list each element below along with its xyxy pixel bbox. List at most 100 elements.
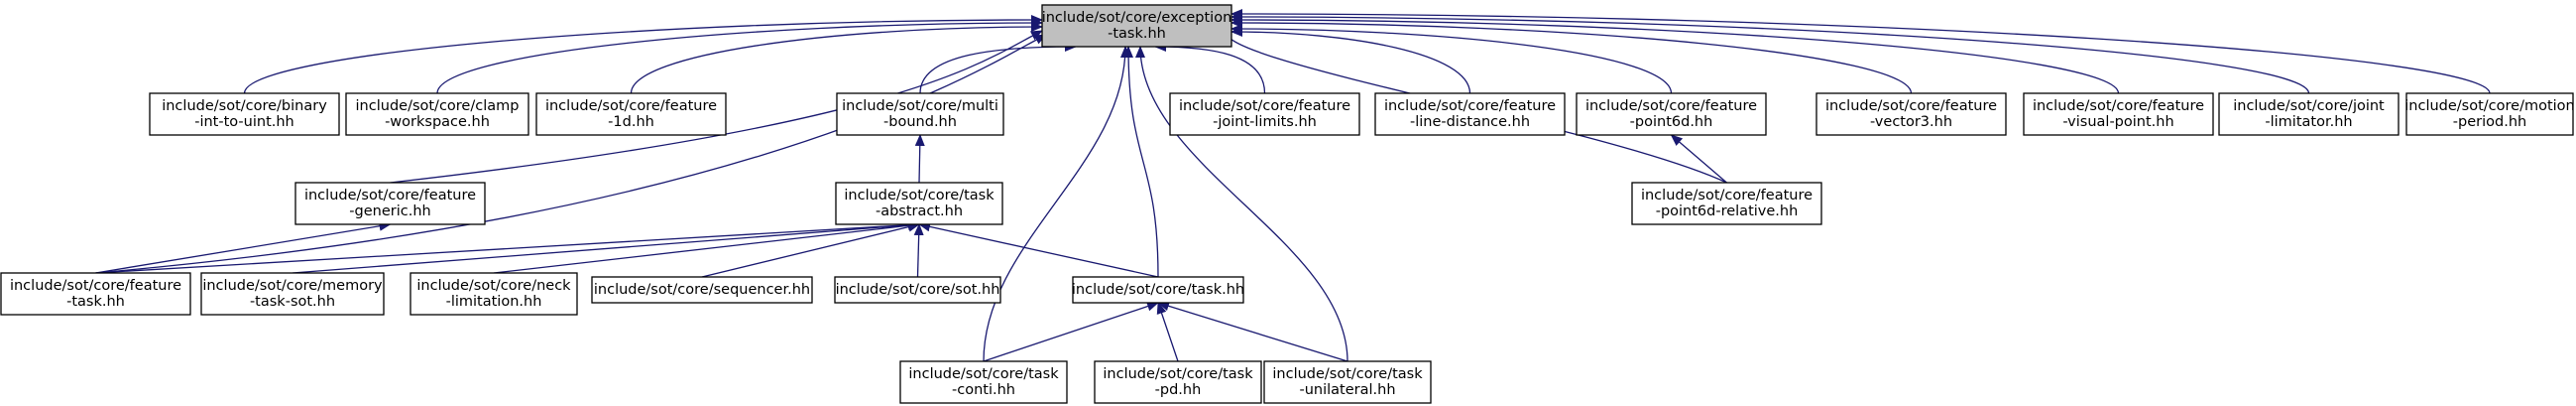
node-label-file: -task.hh bbox=[66, 294, 125, 310]
node-label-path: include/sot/core/feature bbox=[304, 188, 476, 203]
node-label-file: -pd.hh bbox=[1155, 382, 1202, 398]
node-box bbox=[149, 92, 340, 136]
node-sot[interactable]: include/sot/core/sot.hh bbox=[834, 276, 1001, 304]
node-feature-point6d-relative[interactable]: include/sot/core/feature-point6d-relativ… bbox=[1631, 182, 1822, 225]
node-label-file: -int-to-uint.hh bbox=[194, 114, 294, 130]
node-joint-limitator[interactable]: include/sot/core/joint-limitator.hh bbox=[2218, 92, 2400, 136]
edge-feature-vector3-to-exception-task bbox=[1230, 18, 1913, 94]
edge-feature-task-to-feature-generic bbox=[95, 220, 392, 274]
edge-feature-task-to-exception-task bbox=[95, 34, 1047, 274]
node-task-unilateral[interactable]: include/sot/core/task-unilateral.hh bbox=[1263, 360, 1432, 404]
node-label-path: include/sot/core/clamp bbox=[356, 98, 520, 114]
node-box bbox=[0, 272, 191, 316]
node-label-file: -task.hh bbox=[1108, 26, 1166, 42]
node-label-file: -unilateral.hh bbox=[1299, 382, 1395, 398]
edge-feature-joint-limits-to-exception-task bbox=[1154, 42, 1266, 94]
node-label-path: include/sot/core/joint bbox=[2233, 98, 2385, 114]
node-label-path: include/sot/core/multi bbox=[842, 98, 998, 114]
node-feature-joint-limits[interactable]: include/sot/core/feature-joint-limits.hh bbox=[1169, 92, 1360, 136]
node-label-path: include/sot/core/neck bbox=[416, 278, 571, 294]
node-label-path: include/sot/core/task bbox=[844, 188, 995, 203]
edge-feature-1d-to-exception-task bbox=[630, 22, 1043, 94]
edge-task-pd-to-task bbox=[1156, 302, 1179, 362]
node-box bbox=[1263, 360, 1432, 404]
node-feature-1d[interactable]: include/sot/core/feature-1d.hh bbox=[535, 92, 727, 136]
node-label-path: include/sot/core/sequencer.hh bbox=[594, 282, 810, 298]
node-label-path: include/sot/core/task bbox=[1272, 366, 1423, 382]
node-label-file: -limitation.hh bbox=[446, 294, 542, 310]
node-box bbox=[1815, 92, 2007, 136]
edge-binary-int-to-uint-to-exception-task bbox=[243, 15, 1043, 94]
node-multi-bound[interactable]: include/sot/core/multi-bound.hh bbox=[836, 92, 1004, 136]
node-task-pd[interactable]: include/sot/core/task-pd.hh bbox=[1094, 360, 1262, 404]
node-box bbox=[2218, 92, 2400, 136]
node-label-file: -period.hh bbox=[2453, 114, 2526, 130]
edge-task-unilateral-to-exception-task bbox=[1135, 46, 1348, 362]
node-label-file: -joint-limits.hh bbox=[1213, 114, 1317, 130]
node-task-abstract[interactable]: include/sot/core/task-abstract.hh bbox=[835, 182, 1003, 225]
node-feature-visual-point[interactable]: include/sot/core/feature-visual-point.hh bbox=[2023, 92, 2214, 136]
node-feature-point6d[interactable]: include/sot/core/feature-point6d.hh bbox=[1576, 92, 1767, 136]
edge-task-to-exception-task bbox=[1123, 46, 1159, 278]
node-label-path: include/sot/core/feature bbox=[2033, 98, 2204, 114]
node-label-file: -line-distance.hh bbox=[1410, 114, 1530, 130]
edge-task-to-task-abstract bbox=[918, 221, 1159, 278]
node-box bbox=[1169, 92, 1360, 136]
node-sequencer[interactable]: include/sot/core/sequencer.hh bbox=[591, 276, 813, 304]
node-task-conti[interactable]: include/sot/core/task-conti.hh bbox=[899, 360, 1068, 404]
node-label-path: include/sot/core/feature bbox=[10, 278, 181, 294]
edge-motion-period-to-exception-task bbox=[1230, 9, 2491, 94]
edge-feature-point6d-to-exception-task bbox=[1230, 24, 1673, 94]
edge-task-conti-to-exception-task bbox=[983, 46, 1130, 362]
node-label-file: -vector3.hh bbox=[1870, 114, 1952, 130]
node-box bbox=[2023, 92, 2214, 136]
node-label-file: -abstract.hh bbox=[876, 203, 963, 219]
node-label-file: -generic.hh bbox=[349, 203, 430, 219]
edge-feature-visual-point-to-exception-task bbox=[1230, 15, 2120, 94]
edge-clamp-workspace-to-exception-task bbox=[436, 18, 1043, 94]
node-label-path: include/sot/core/motion bbox=[2404, 98, 2574, 114]
edge-feature-line-distance-to-exception-task bbox=[1230, 27, 1471, 94]
node-box bbox=[899, 360, 1068, 404]
node-label-path: include/sot/core/feature bbox=[1641, 188, 1813, 203]
node-label-path: include/sot/core/feature bbox=[545, 98, 717, 114]
node-box bbox=[1072, 276, 1244, 304]
node-clamp-workspace[interactable]: include/sot/core/clamp-workspace.hh bbox=[345, 92, 529, 136]
node-box bbox=[834, 276, 1001, 304]
node-box bbox=[591, 276, 813, 304]
node-box bbox=[345, 92, 529, 136]
node-box bbox=[1094, 360, 1262, 404]
edge-neck-limitation-to-task-abstract bbox=[493, 220, 920, 274]
node-feature-task[interactable]: include/sot/core/feature-task.hh bbox=[0, 272, 191, 316]
node-task[interactable]: include/sot/core/task.hh bbox=[1072, 276, 1244, 304]
node-box bbox=[1374, 92, 1566, 136]
node-label-path: include/sot/core/task.hh bbox=[1072, 282, 1244, 298]
node-label-path: include/sot/core/feature bbox=[1825, 98, 1997, 114]
edge-sot-to-task-abstract bbox=[913, 223, 924, 278]
node-layer: include/sot/core/exception-task.hhinclud… bbox=[0, 4, 2575, 404]
node-box bbox=[2405, 92, 2574, 136]
edge-joint-limitator-to-exception-task bbox=[1230, 12, 2310, 94]
node-motion-period[interactable]: include/sot/core/motion-period.hh bbox=[2404, 92, 2575, 136]
edge-feature-task-to-task-abstract bbox=[95, 219, 920, 274]
node-box bbox=[1631, 182, 1822, 225]
node-box bbox=[200, 272, 385, 316]
node-label-file: -task-sot.hh bbox=[250, 294, 335, 310]
node-label-file: -visual-point.hh bbox=[2062, 114, 2173, 130]
node-feature-line-distance[interactable]: include/sot/core/feature-line-distance.h… bbox=[1374, 92, 1566, 136]
node-box bbox=[1576, 92, 1767, 136]
node-label-path: include/sot/core/task bbox=[908, 366, 1059, 382]
node-feature-vector3[interactable]: include/sot/core/feature-vector3.hh bbox=[1815, 92, 2007, 136]
node-exception-task: include/sot/core/exception-task.hh bbox=[1041, 4, 1232, 48]
node-label-path: include/sot/core/binary bbox=[162, 98, 327, 114]
node-neck-limitation[interactable]: include/sot/core/neck-limitation.hh bbox=[410, 272, 578, 316]
node-box bbox=[294, 182, 486, 225]
node-label-path: include/sot/core/exception bbox=[1042, 10, 1232, 26]
edge-task-unilateral-to-task bbox=[1157, 301, 1348, 362]
node-feature-generic[interactable]: include/sot/core/feature-generic.hh bbox=[294, 182, 486, 225]
edge-memory-task-sot-to-task-abstract bbox=[292, 219, 920, 274]
node-memory-task-sot[interactable]: include/sot/core/memory-task-sot.hh bbox=[200, 272, 385, 316]
node-binary-int-to-uint[interactable]: include/sot/core/binary-int-to-uint.hh bbox=[149, 92, 340, 136]
node-label-path: include/sot/core/feature bbox=[1179, 98, 1350, 114]
